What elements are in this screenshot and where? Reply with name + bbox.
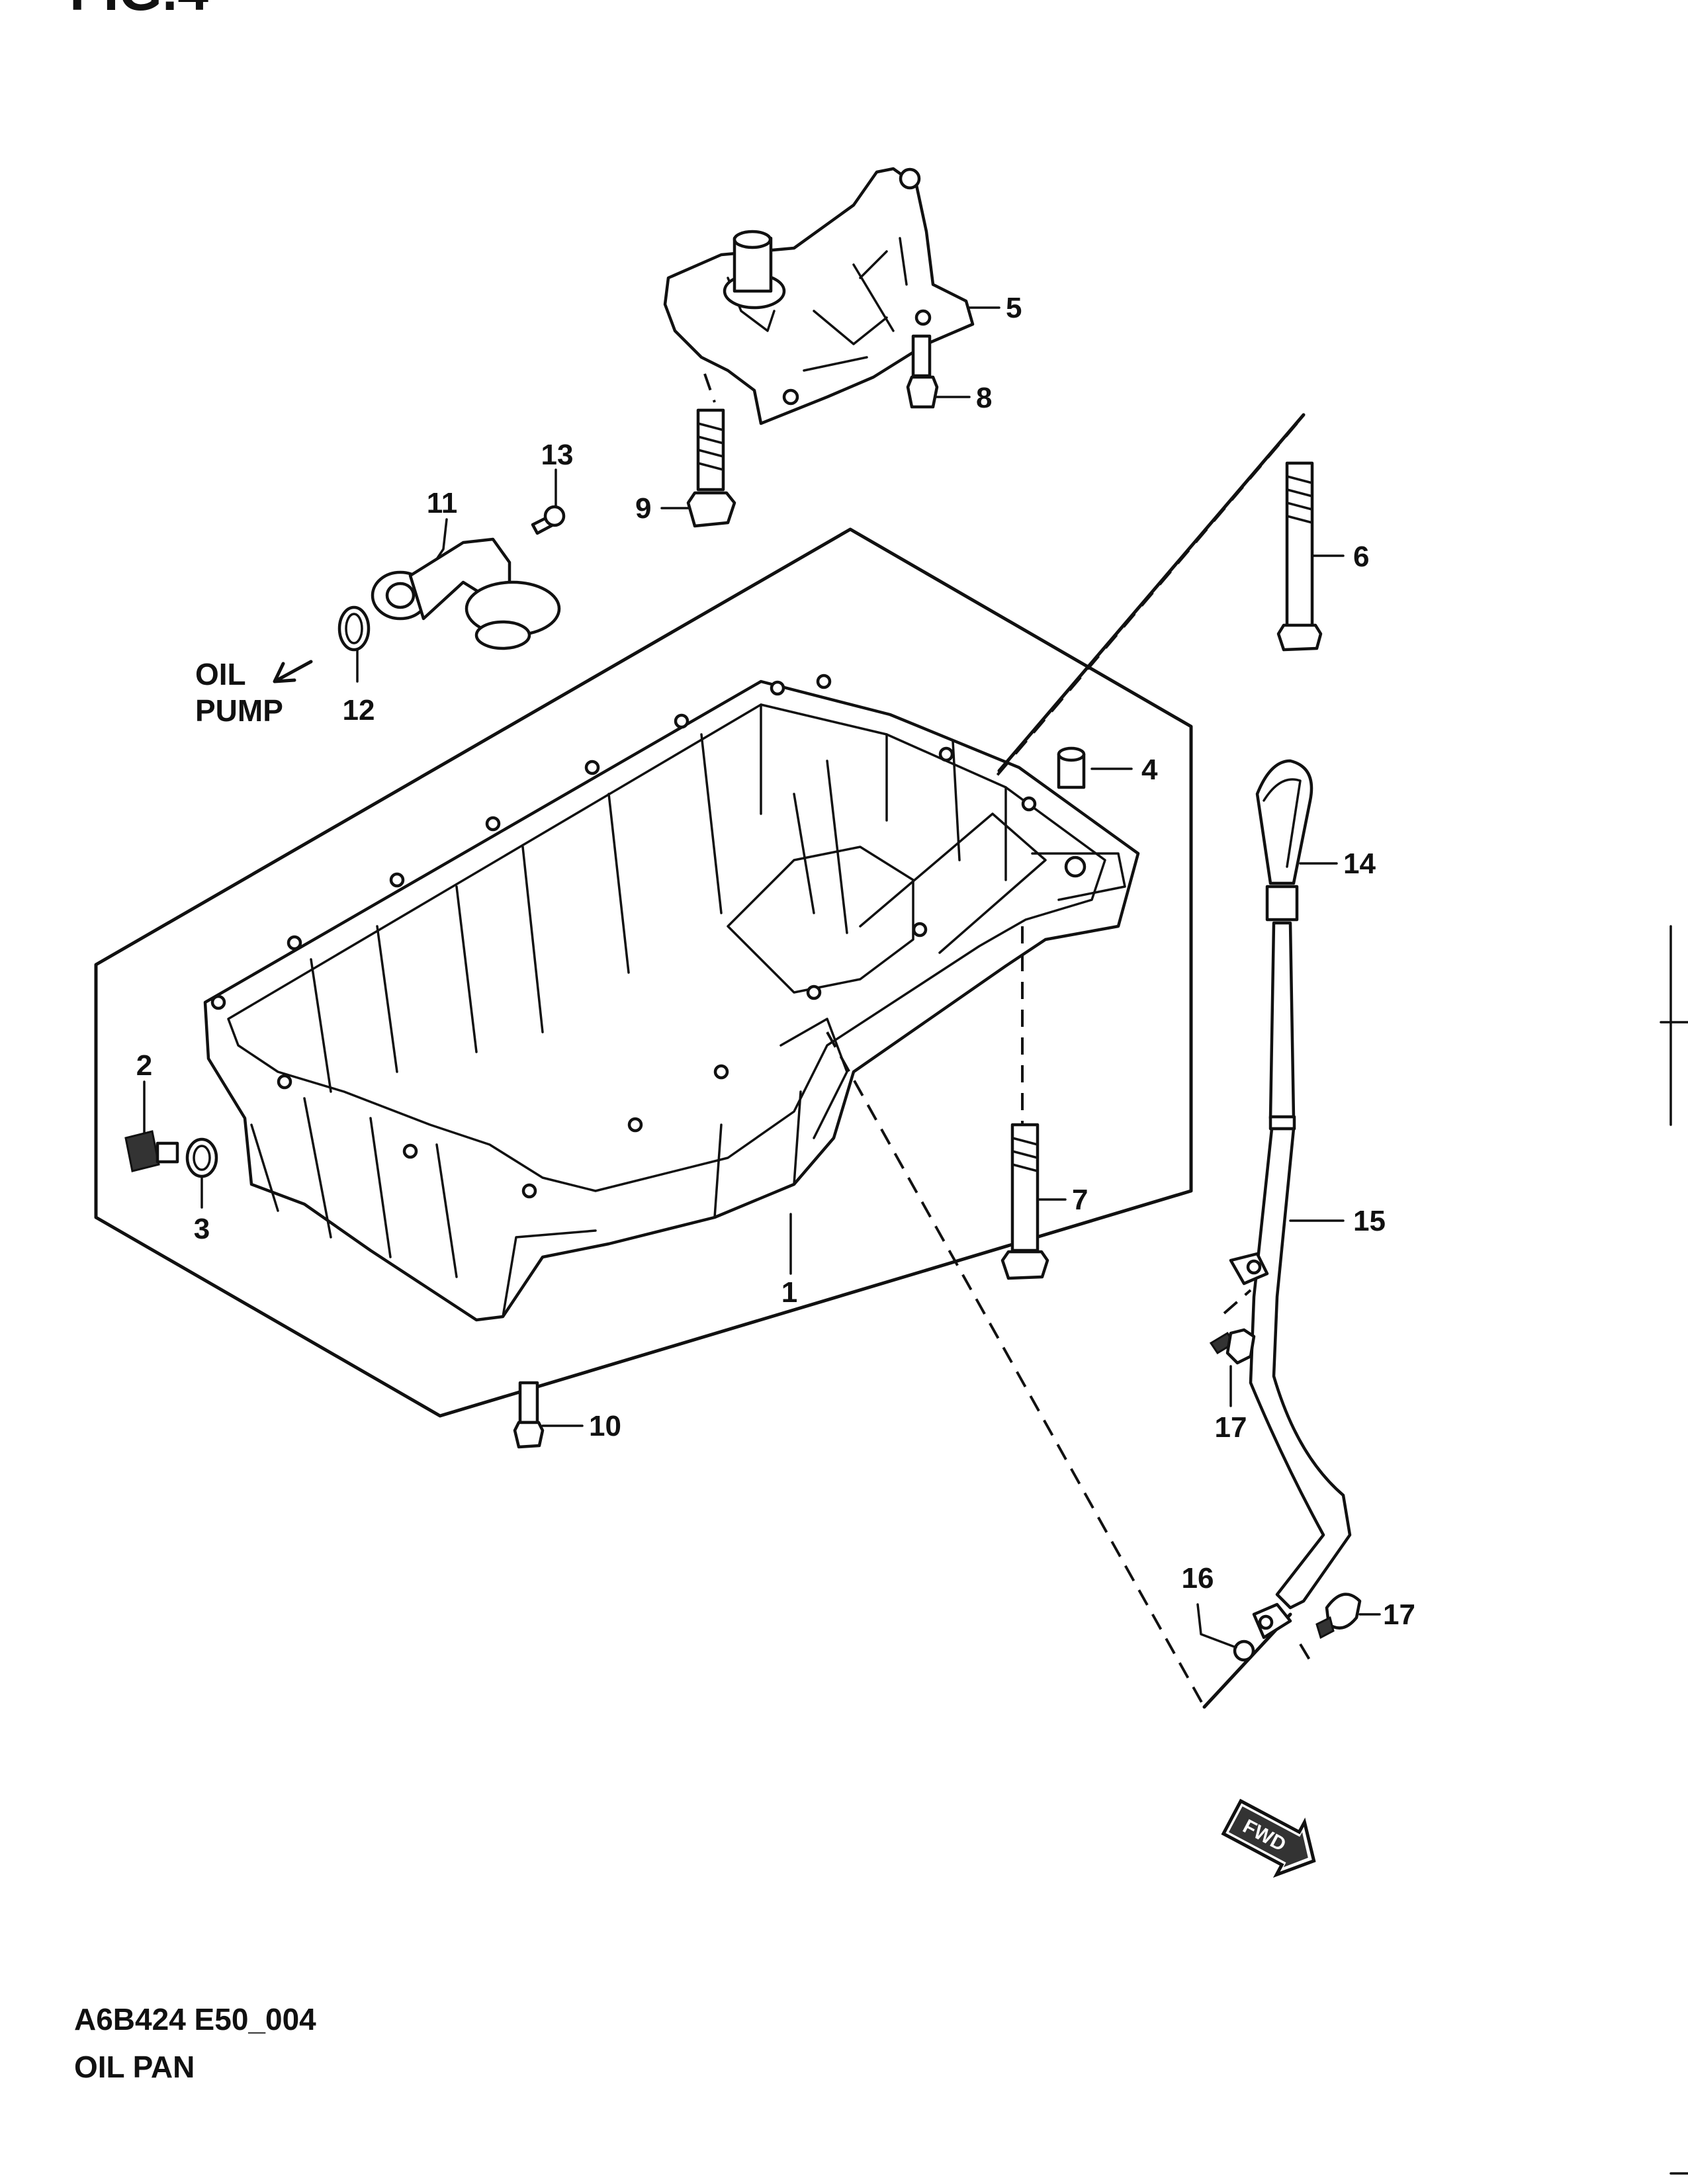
bolt-7 [1000,1123,1049,1280]
oil-level-gauge [1255,759,1313,1120]
oil-pan-bolt-holes [210,674,1087,1199]
dashed-guide-line [1299,1643,1311,1662]
arrow-to-oil-pump [273,660,313,683]
callout-13: 13 [541,439,574,471]
forward-direction-arrow: FWD [1221,1798,1316,1878]
bolt-17-lower [1315,1593,1362,1639]
oil-pan [203,674,1140,1322]
washer-16 [1233,1639,1255,1662]
diagram-code: A6B424 E50_004 [74,2002,316,2036]
callout-5: 5 [1006,292,1022,324]
callout-leaders [143,306,1381,1649]
callout-17-upper: 17 [1215,1411,1247,1444]
dashed-guide-line [991,422,1298,782]
bolt-9 [686,408,736,528]
callout-7: 7 [1072,1184,1088,1216]
oil-pump-label-line2: PUMP [195,693,283,728]
callout-8: 8 [976,382,992,414]
figure-title: FIG.4 [69,0,208,22]
assembly-outline [94,527,1193,1418]
callout-11: 11 [427,487,458,519]
callout-9: 9 [635,492,651,525]
bolt-17-upper [1209,1328,1256,1365]
washer-3-inner [193,1145,211,1171]
bolt-6 [1276,461,1323,652]
dowel-4 [1057,746,1086,789]
callout-1: 1 [781,1276,797,1309]
drain-plug-2 [124,1130,179,1172]
oil-pump-strainer [371,537,561,650]
dashed-guide-line [1223,1289,1252,1315]
oil-pump-label-line1: OIL [195,657,246,691]
dashed-guide-line [826,1031,1206,1708]
callout-4: 4 [1141,754,1158,786]
bolt-13 [531,505,566,535]
o-ring-12-inner [345,613,363,644]
callout-12: 12 [343,694,375,726]
callout-2: 2 [136,1049,152,1082]
o-ring-12 [337,605,371,652]
callout-17-lower: 17 [1383,1598,1415,1631]
callout-10: 10 [589,1410,621,1442]
callout-16: 16 [1182,1562,1214,1594]
bolt-10 [513,1381,545,1449]
dashed-guide-line [703,373,716,403]
callout-6: 6 [1353,541,1369,573]
diagram-name: OIL PAN [74,2050,195,2084]
bolt-8 [906,334,939,409]
oil-pan-bracket [663,167,975,425]
callout-3: 3 [194,1213,210,1245]
callout-14: 14 [1343,848,1376,880]
oil-level-gauge-guide [1229,1115,1352,1639]
callout-15: 15 [1353,1205,1386,1237]
